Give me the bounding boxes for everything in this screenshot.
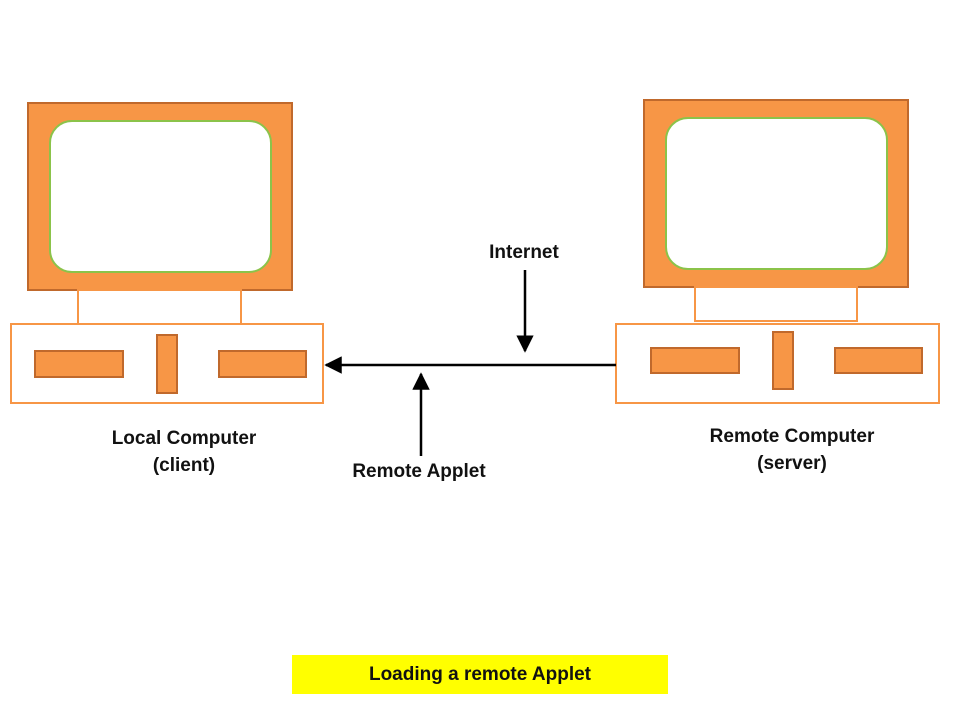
remote-drive-left [650,347,740,374]
remote-computer-label: Remote Computer (server) [690,423,894,477]
local-drive-left [34,350,124,378]
local-monitor-stand [77,289,242,325]
local-computer-label: Local Computer (client) [84,425,284,479]
remote-power-slot [772,331,794,390]
remote-computer-label-line2: (server) [757,453,827,474]
remote-screen [665,117,888,270]
local-drive-right [218,350,307,378]
local-power-slot [156,334,178,394]
remote-computer [615,99,940,404]
local-computer-label-line2: (client) [152,455,216,476]
remote-applet-label: Remote Applet [352,461,486,482]
remote-monitor-stand [694,286,858,322]
local-computer [10,102,324,404]
local-screen [49,120,272,273]
local-computer-label-line1: Local Computer [111,428,257,449]
caption-box: Loading a remote Applet [292,655,668,694]
internet-label: Internet [489,242,559,263]
remote-computer-label-line1: Remote Computer [709,426,875,447]
remote-drive-right [834,347,923,374]
caption-text: Loading a remote Applet [368,663,592,685]
